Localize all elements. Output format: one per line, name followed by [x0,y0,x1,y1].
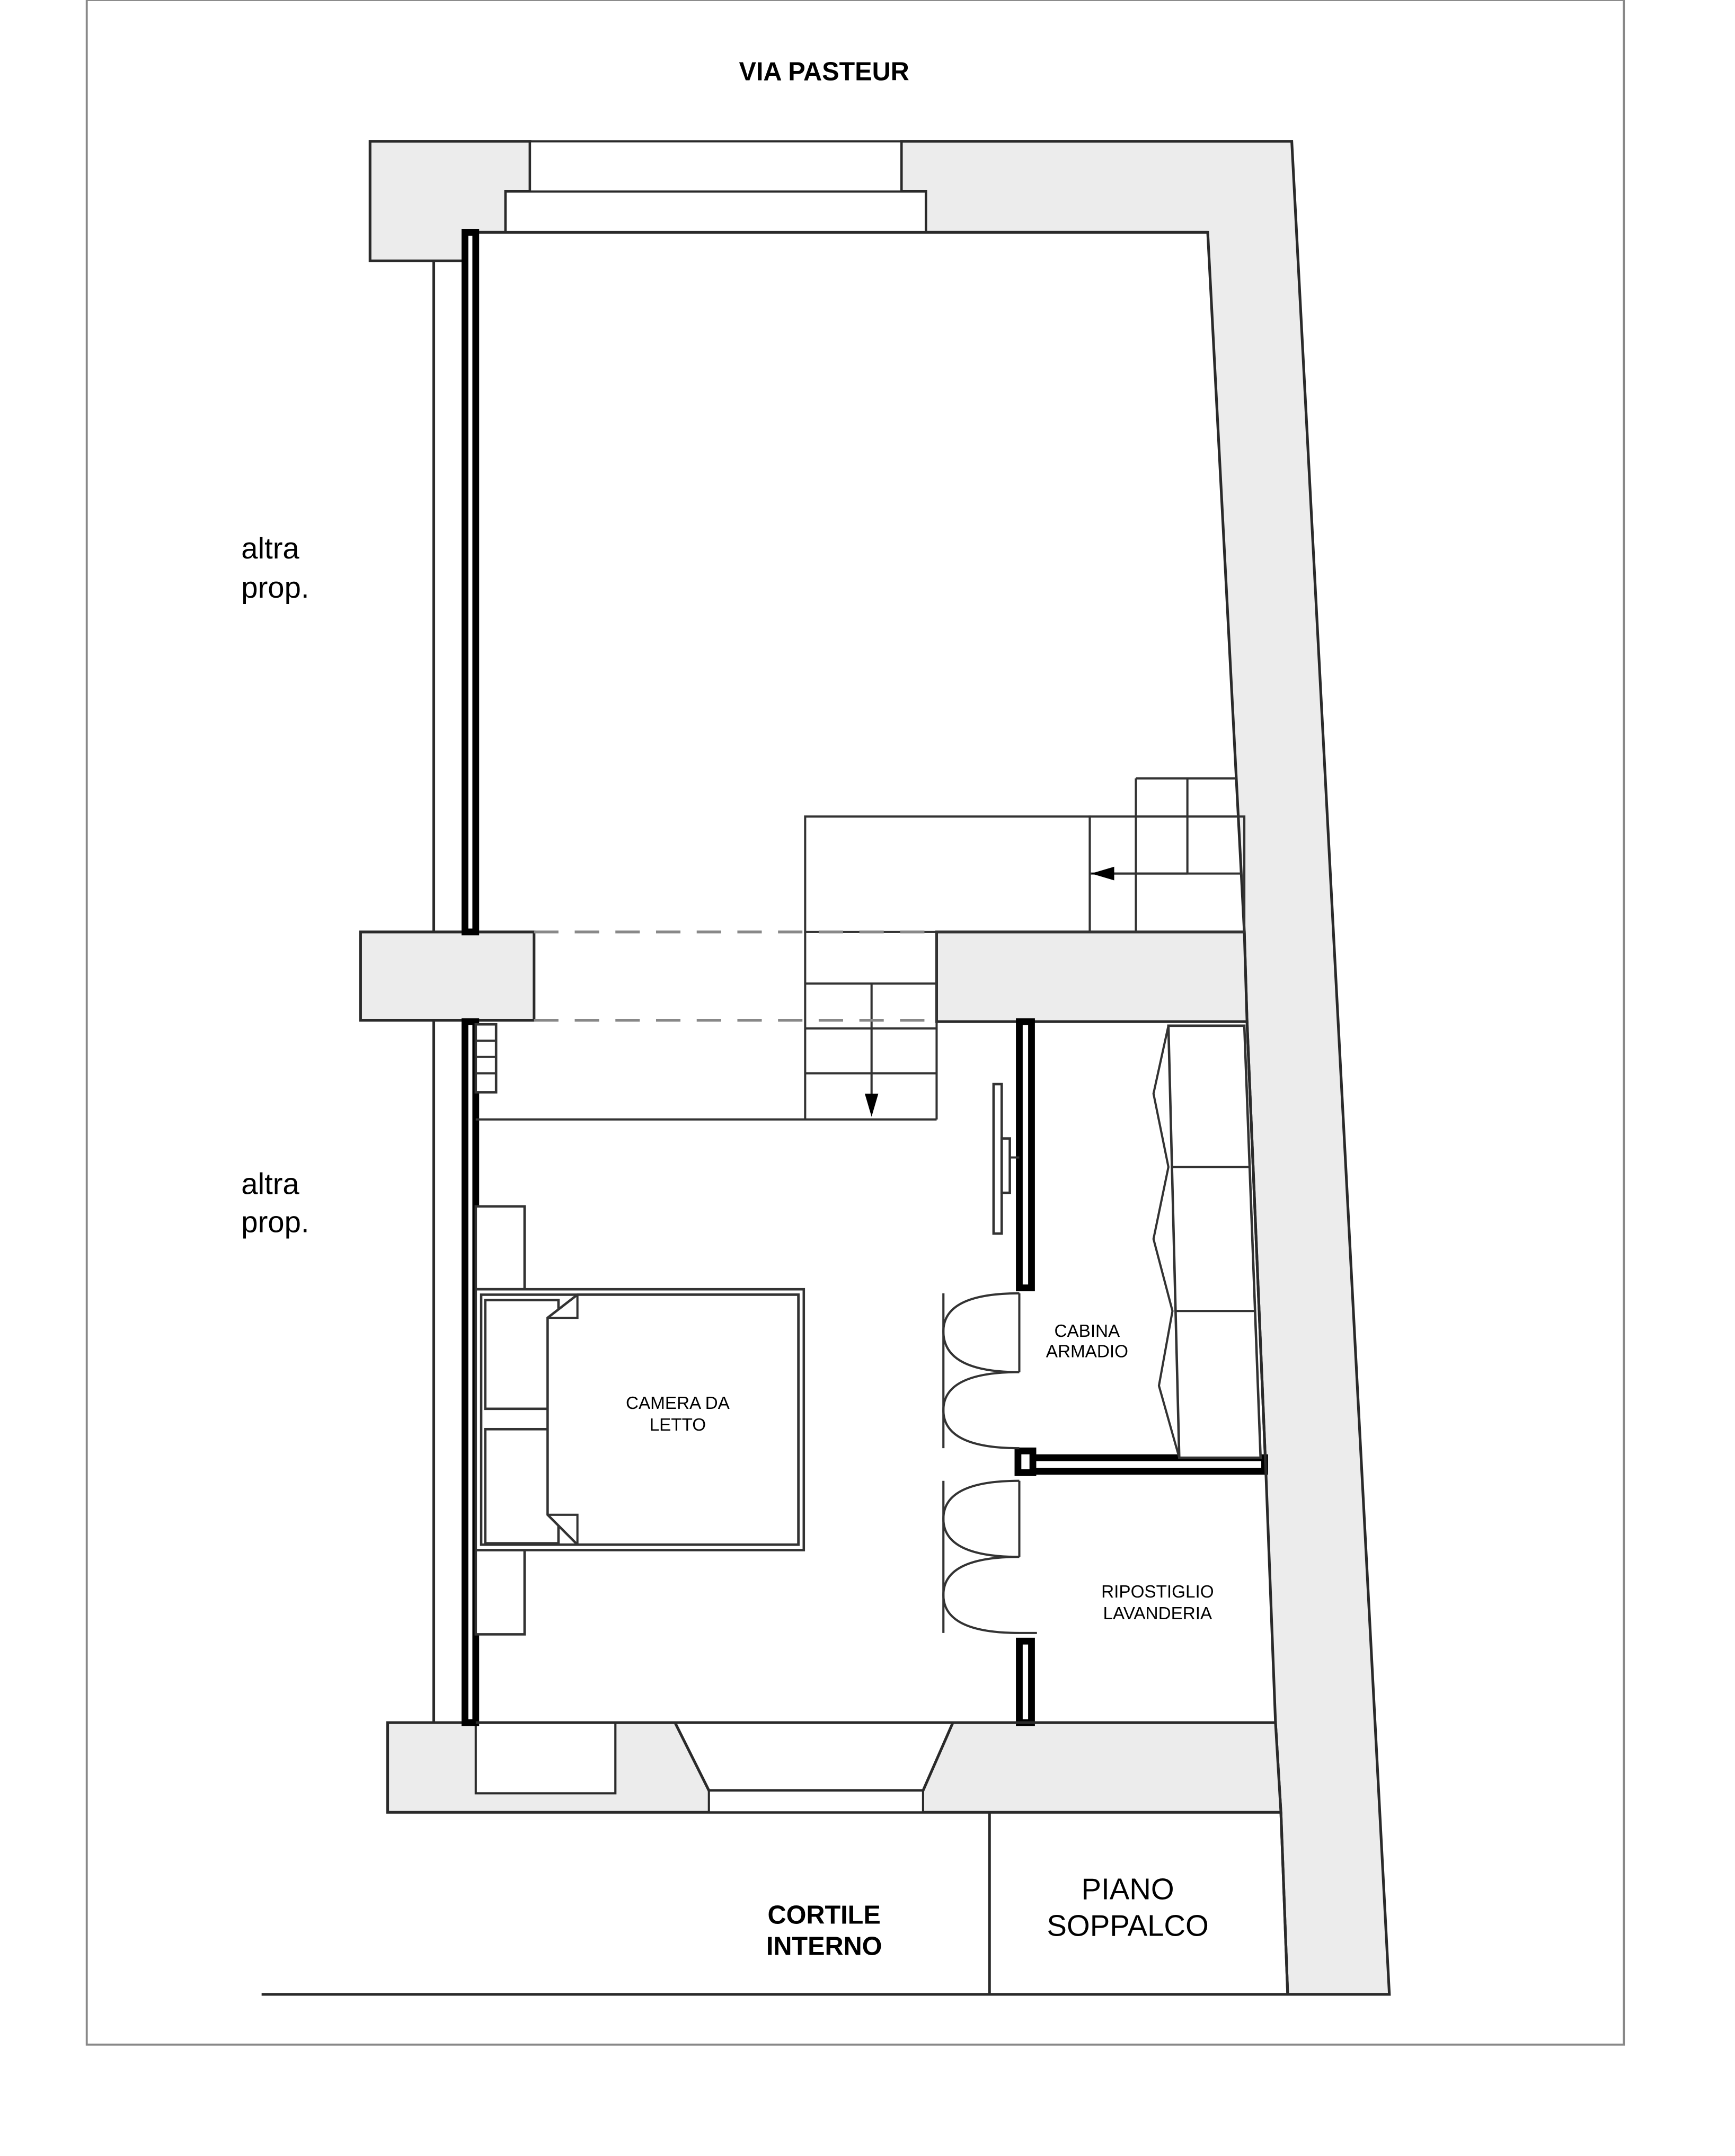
storage-label-1: RIPOSTIGLIO [1101,1582,1214,1602]
street-label: VIA PASTEUR [739,57,909,86]
left-wall-upper [461,229,480,936]
north-window-reveal [504,190,927,234]
sheet-border [85,0,1625,2046]
courtyard-label-2: INTERNO [766,1932,882,1960]
bedroom-label-1: CAMERA DA [626,1394,730,1413]
bedroom-furniture [474,1205,805,1636]
neighbor-lower-label-2: prop. [241,1205,309,1238]
left-wall-lower [461,1018,480,1726]
label-box-right [1279,1812,1289,1994]
closet-label-2: ARMADIO [1046,1342,1128,1361]
south-niche [474,1722,617,1795]
floor-label-2: SOPPALCO [1047,1909,1208,1942]
doors [942,1292,1037,1634]
wall-middle-left [359,930,536,1022]
bedroom-label-2: LETTO [650,1415,706,1435]
pillow-top [484,1299,560,1410]
neighbor-upper-label-2: prop. [241,571,309,604]
neighbor-lower-label-1: altra [241,1167,299,1201]
storage-label-2: LAVANDERIA [1103,1604,1212,1623]
closet-right [1245,1021,1268,1476]
staircase [475,777,1246,1121]
neighbor-upper-label-1: altra [241,531,299,565]
wardrobe [1152,1024,1262,1459]
floor-label-1: PIANO [1082,1872,1174,1905]
closet-label-1: CABINA [1054,1321,1120,1341]
wall-middle-right [935,930,1249,1023]
wall-north-east [900,140,1391,1996]
tv-icon [992,1083,1020,1235]
closet-wall-top [1016,1018,1035,1292]
courtyard-label-1: CORTILE [768,1901,881,1930]
north-window [529,140,902,193]
south-window-sill [707,1789,924,1814]
closet-wall-bottom [1016,1637,1035,1726]
pillow-bottom [484,1427,560,1545]
door-jamb-small [1014,1447,1037,1476]
closet-wall-horizontal [1028,1454,1268,1475]
radiator [474,1023,498,1094]
